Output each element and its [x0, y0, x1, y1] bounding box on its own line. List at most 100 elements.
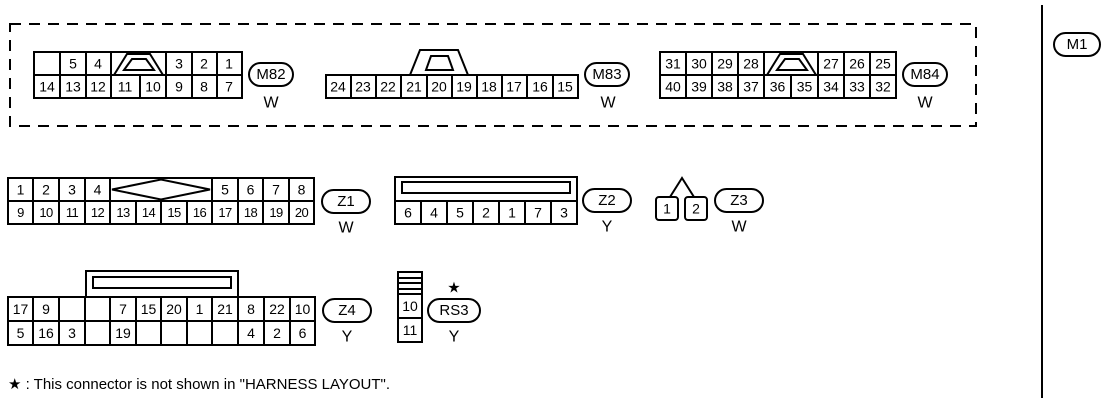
m84-pin: 35 [797, 79, 813, 95]
dashed-group-outline [9, 23, 977, 127]
connector-z2-body [394, 176, 578, 225]
z3-tag-label: Z3 [730, 192, 748, 209]
z4-pin: 8 [247, 301, 255, 317]
m82-pin: 4 [94, 56, 102, 72]
z4-pin: 9 [42, 301, 50, 317]
z1-pin: 15 [167, 205, 181, 220]
connector-m84-body [659, 51, 897, 99]
z1-tag-label: Z1 [337, 193, 355, 210]
m83-pin: 18 [481, 79, 497, 95]
z4-pin: 5 [17, 325, 25, 341]
z2-color-code: Y [602, 219, 613, 236]
m83-pin: 21 [406, 79, 422, 95]
m84-pin: 31 [665, 56, 681, 72]
m83-pin: 16 [532, 79, 548, 95]
z1-pin: 6 [247, 182, 255, 198]
m83-color-code: W [600, 95, 616, 112]
rs3-tag-capsule [427, 298, 481, 323]
m82-pin: 13 [65, 79, 81, 95]
m84-pin: 25 [875, 56, 891, 72]
z4-tag-label: Z4 [338, 302, 356, 319]
z1-pin: 20 [295, 205, 309, 220]
z2-tag-capsule [582, 188, 632, 213]
footnote: ★ : This connector is not shown in "HARN… [8, 376, 390, 393]
z3-pin: 2 [692, 201, 700, 217]
z4-pin: 4 [247, 325, 255, 341]
m82-pin: 7 [225, 79, 233, 95]
m84-pin: 37 [743, 79, 759, 95]
z2-pin: 3 [560, 205, 568, 221]
m84-pin: 33 [849, 79, 865, 95]
m84-pin: 38 [717, 79, 733, 95]
connector-rs3-body [397, 271, 423, 343]
z4-pin: 3 [68, 325, 76, 341]
rs3-tag-label: RS3 [439, 302, 468, 319]
z4-pin: 21 [217, 301, 233, 317]
m82-pin: 14 [39, 79, 55, 95]
m84-pin: 32 [875, 79, 891, 95]
m82-tag-label: M82 [256, 66, 285, 83]
z1-pin: 18 [244, 205, 258, 220]
rs3-pin: 11 [403, 322, 418, 338]
z1-pin: 19 [269, 205, 283, 220]
z4-color-code: Y [342, 329, 353, 346]
connector-z3-body [655, 176, 708, 221]
m84-pin: 34 [823, 79, 839, 95]
z4-pin: 22 [269, 301, 285, 317]
m82-pin: 8 [200, 79, 208, 95]
z1-color-code: W [338, 220, 354, 237]
z1-pin: 10 [39, 205, 53, 220]
m83-pin: 19 [456, 79, 472, 95]
connector-m83-body [325, 49, 579, 99]
m84-tag-capsule [902, 62, 948, 87]
m84-pin: 29 [717, 56, 733, 72]
m82-pin: 5 [69, 56, 77, 72]
z1-pin: 11 [66, 205, 79, 220]
z3-tag-capsule [714, 188, 764, 213]
m82-pin: 2 [200, 56, 208, 72]
z2-tag-label: Z2 [598, 192, 616, 209]
m83-pin: 22 [380, 79, 396, 95]
z1-pin: 13 [116, 205, 130, 220]
z1-pin: 1 [17, 182, 25, 198]
m84-pin: 39 [691, 79, 707, 95]
connector-z4-body [7, 270, 316, 346]
z2-pin: 4 [430, 205, 438, 221]
z1-pin: 4 [94, 182, 102, 198]
z2-pin: 5 [456, 205, 464, 221]
z4-pin: 16 [38, 325, 54, 341]
z4-pin: 6 [299, 325, 307, 341]
m83-pin: 23 [355, 79, 371, 95]
z4-pin: 19 [115, 325, 131, 341]
z4-pin: 15 [141, 301, 157, 317]
m82-pin: 1 [225, 56, 233, 72]
z1-pin: 12 [91, 205, 105, 220]
m83-pin: 15 [557, 79, 573, 95]
z2-pin: 6 [404, 205, 412, 221]
m82-color-code: W [263, 95, 279, 112]
rs3-pin: 10 [402, 298, 418, 314]
m83-pin: 17 [506, 79, 522, 95]
connector-z1-body [7, 177, 315, 225]
z4-tag-capsule [322, 298, 372, 323]
m82-pin: 11 [118, 79, 133, 95]
z3-pin: 1 [663, 201, 671, 217]
m82-pin: 3 [175, 56, 183, 72]
m84-pin: 28 [743, 56, 759, 72]
connector-m82-body [33, 51, 243, 99]
z1-pin: 14 [142, 205, 156, 220]
m82-pin: 10 [145, 79, 161, 95]
z1-pin: 5 [221, 182, 229, 198]
m84-tag-label: M84 [910, 66, 939, 83]
z1-pin: 9 [17, 205, 24, 220]
z2-pin: 1 [508, 205, 516, 221]
m84-pin: 40 [665, 79, 681, 95]
rs3-star-icon: ★ [447, 280, 460, 297]
z1-pin: 7 [272, 182, 280, 198]
z4-pin: 7 [119, 301, 127, 317]
z1-tag-capsule [321, 189, 371, 214]
m83-pin: 24 [330, 79, 346, 95]
z1-pin: 2 [42, 182, 50, 198]
